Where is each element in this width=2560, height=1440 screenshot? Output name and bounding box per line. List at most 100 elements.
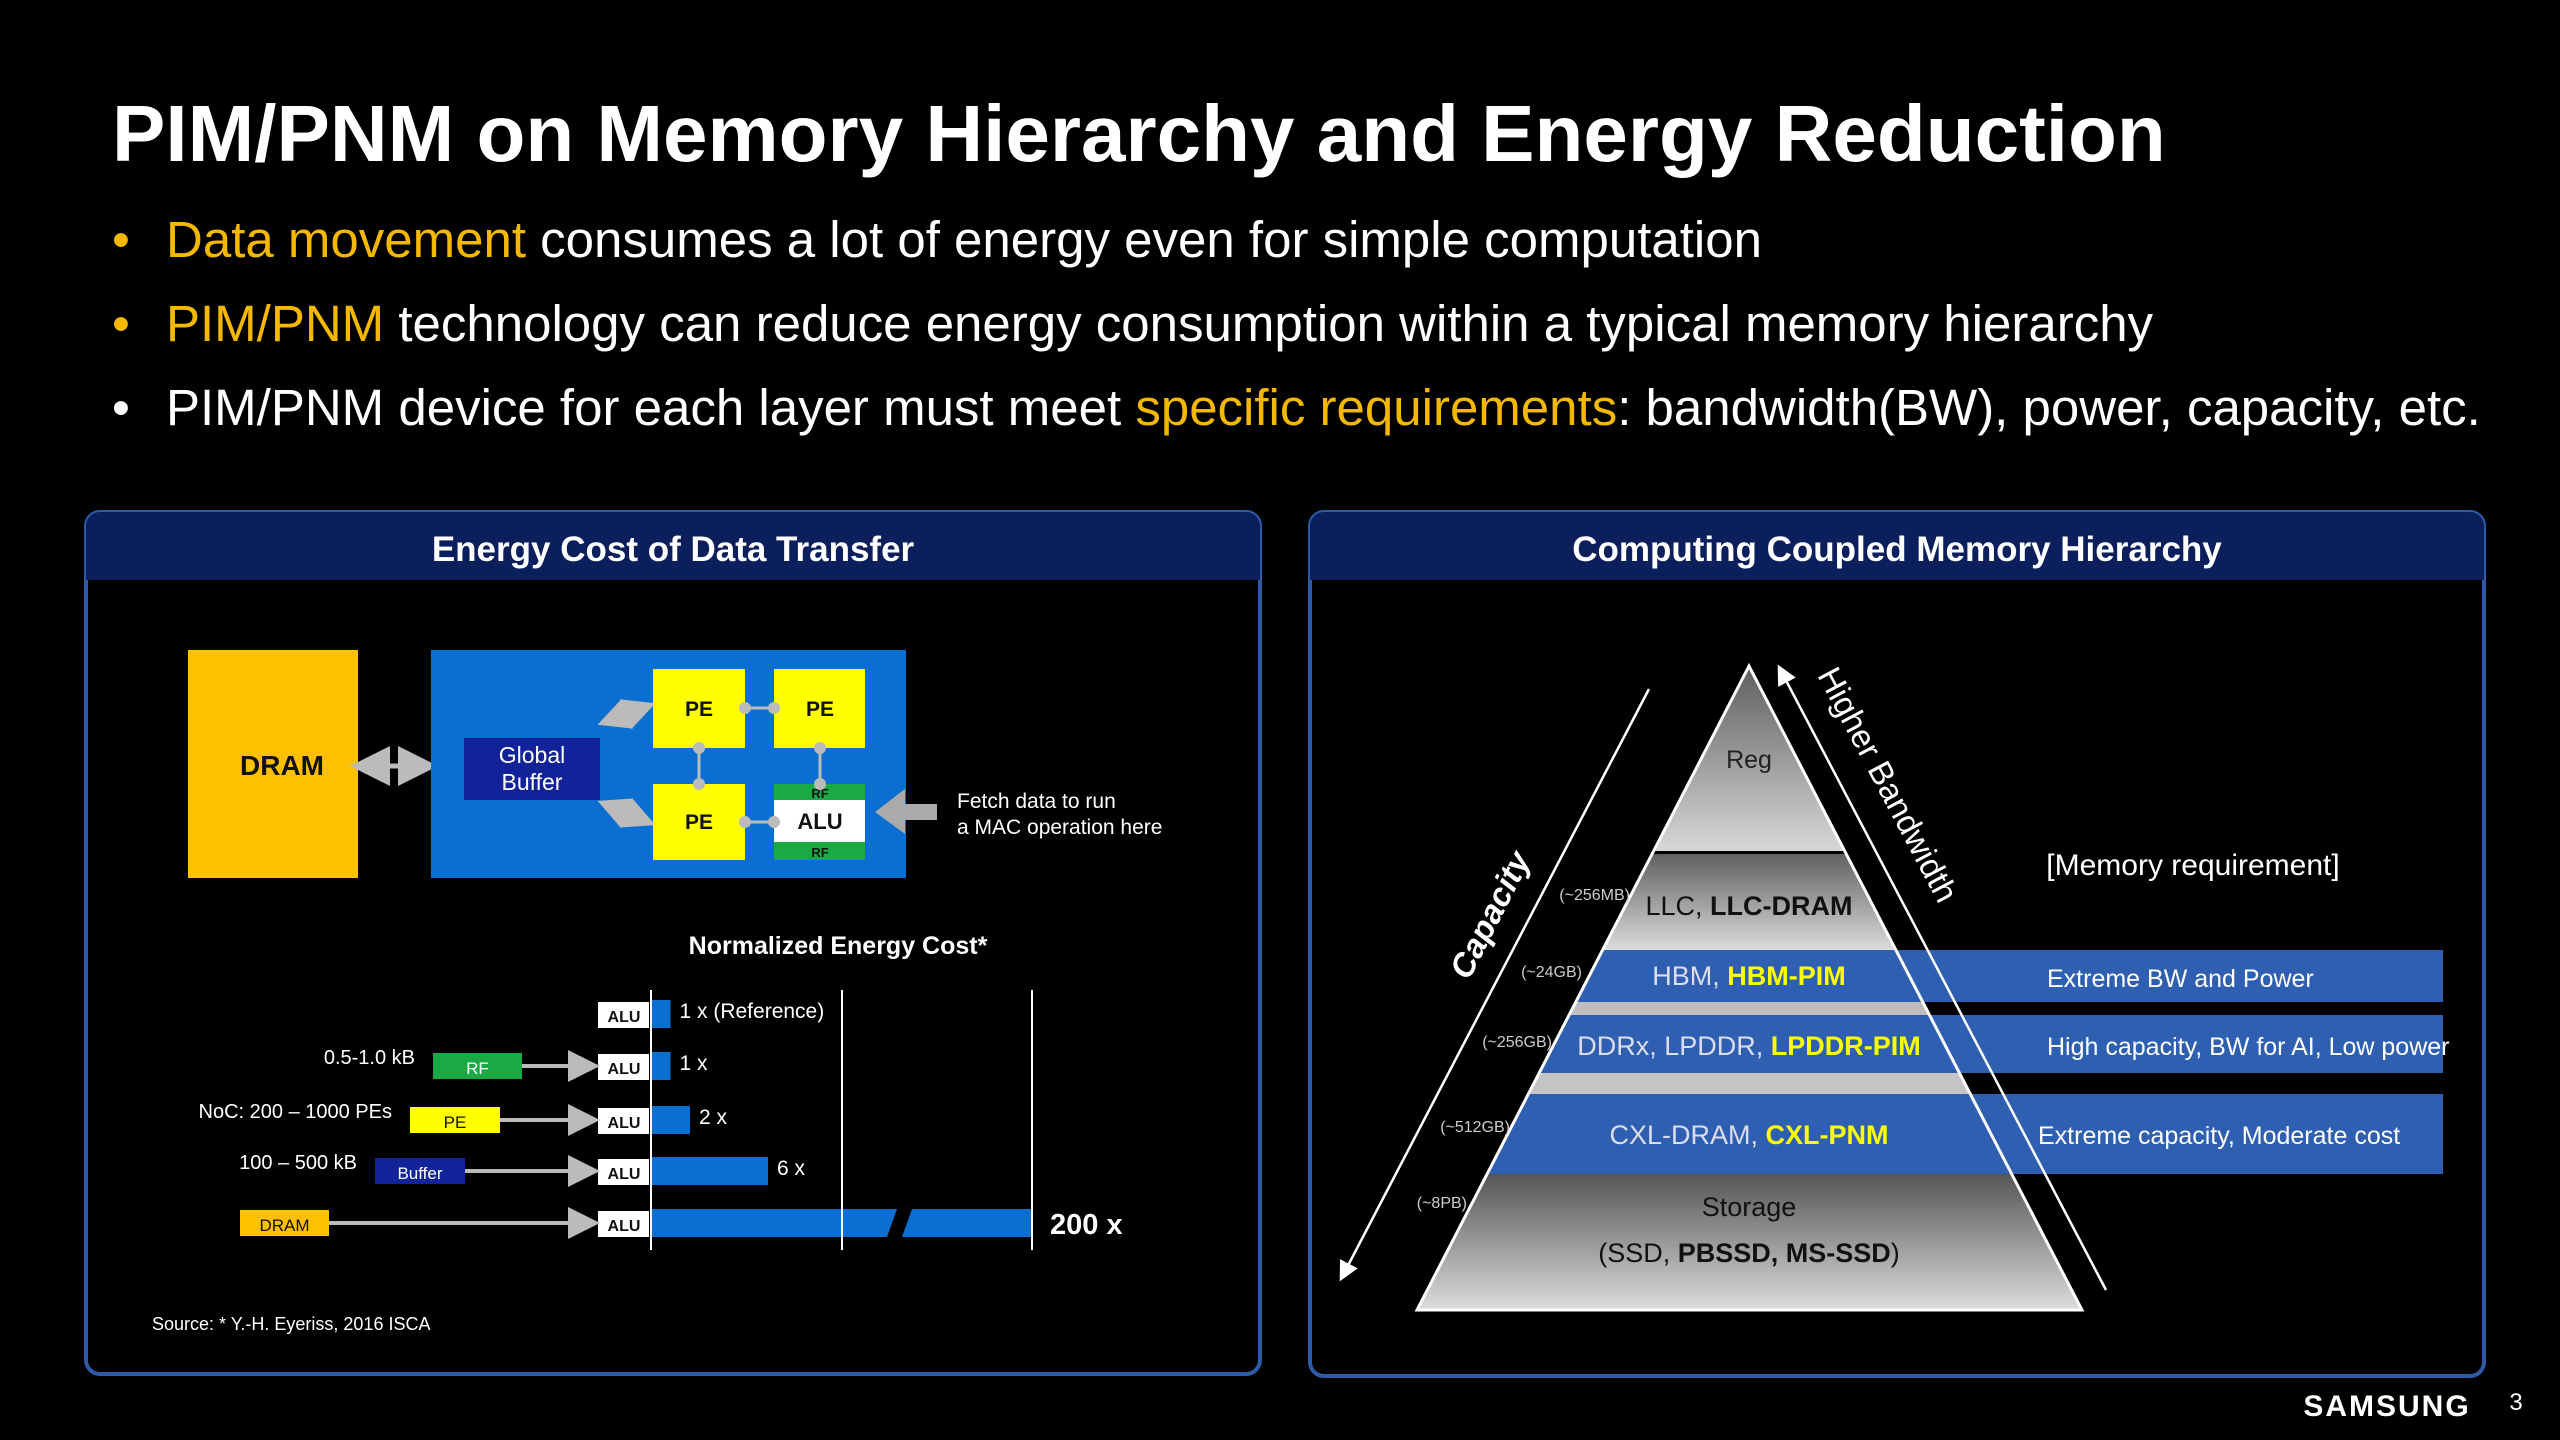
global-buffer bbox=[464, 738, 600, 800]
pe-block bbox=[653, 784, 745, 860]
bar-value-label: 2 x bbox=[699, 1106, 728, 1129]
bar-value-label: 6 x bbox=[777, 1157, 806, 1180]
slide-title: PIM/PNM on Memory Hierarchy and Energy R… bbox=[112, 89, 2166, 178]
source-box bbox=[410, 1107, 500, 1133]
bullet-1: • Data movement consumes a lot of energy … bbox=[112, 210, 1762, 269]
dram-block bbox=[188, 650, 358, 878]
layer-label: (SSD, PBSSD, MS-SSD) bbox=[1598, 1238, 1900, 1268]
panel-header: Energy Cost of Data Transfer bbox=[432, 530, 915, 569]
alu-target-label: ALU bbox=[608, 1166, 641, 1183]
size-label: 100 – 500 kB bbox=[239, 1152, 357, 1174]
bar bbox=[651, 1000, 671, 1028]
layer-label: Storage bbox=[1702, 1192, 1797, 1222]
panel-header-bg bbox=[1310, 512, 2484, 580]
layer-label: HBM, HBM-PIM bbox=[1652, 961, 1846, 991]
link-dots bbox=[693, 702, 826, 828]
alu-target-box bbox=[598, 1211, 649, 1237]
bullet-3: • PIM/PNM device for each layer must meet… bbox=[112, 378, 2481, 437]
layer-gap bbox=[1417, 1002, 2082, 1015]
bar bbox=[651, 1052, 671, 1080]
buffer-pe-arrow bbox=[597, 698, 656, 730]
alu-target-box bbox=[598, 1054, 649, 1080]
pe-block bbox=[653, 669, 745, 748]
capacity-labels: (~256MB) (~24GB) (~256GB) (~512GB) (~8PB… bbox=[1417, 887, 1630, 1212]
panel-border bbox=[84, 510, 1262, 1376]
page-number: 3 bbox=[2509, 1389, 2522, 1416]
rf-label: RF bbox=[811, 845, 828, 860]
source-box bbox=[375, 1158, 465, 1184]
alu-block bbox=[774, 800, 865, 842]
left-panel: Energy Cost of Data Transfer DRAM Global… bbox=[84, 510, 1262, 1376]
dram-label: DRAM bbox=[240, 750, 324, 781]
requirement-text: High capacity, BW for AI, Low power bbox=[2047, 1033, 2449, 1061]
bullet-text: : bandwidth(BW), power, capacity, etc. bbox=[1617, 379, 2481, 436]
samsung-logo: SAMSUNG bbox=[2303, 1390, 2470, 1423]
fetch-arrowhead bbox=[875, 789, 905, 834]
layer-label: CXL-DRAM, CXL-PNM bbox=[1609, 1120, 1888, 1150]
size-label: 0.5-1.0 kB bbox=[324, 1047, 415, 1069]
layer-gap bbox=[1417, 1073, 2082, 1094]
svg-text:(~8PB): (~8PB) bbox=[1417, 1195, 1467, 1212]
bar bbox=[651, 1157, 768, 1185]
pe-block bbox=[774, 669, 865, 748]
source-box bbox=[433, 1053, 522, 1079]
svg-text:(~512GB): (~512GB) bbox=[1440, 1119, 1510, 1136]
global-buffer-label: Buffer bbox=[502, 769, 563, 795]
layer-label: DDRx, LPDDR, LPDDR-PIM bbox=[1577, 1031, 1921, 1061]
layer-label: LLC, LLC-DRAM bbox=[1645, 891, 1852, 921]
bullet-highlight: PIM/PNM bbox=[166, 295, 385, 352]
source-label: PE bbox=[444, 1113, 467, 1132]
bandwidth-arrow bbox=[1777, 664, 2108, 1291]
source-label: Buffer bbox=[397, 1164, 442, 1183]
source-label: RF bbox=[466, 1059, 489, 1078]
rf-label: RF bbox=[811, 786, 828, 801]
bullet-text: PIM/PNM device for each layer must meet bbox=[166, 379, 1136, 436]
fetch-note: Fetch data to run bbox=[957, 790, 1116, 813]
alu-target-label: ALU bbox=[608, 1061, 641, 1078]
size-label: NoC: 200 – 1000 PEs bbox=[199, 1101, 392, 1123]
alu-target-label: ALU bbox=[608, 1115, 641, 1132]
bar bbox=[902, 1209, 1032, 1237]
alu-label: ALU bbox=[797, 809, 842, 834]
bar-value-label: 1 x bbox=[680, 1052, 709, 1075]
bullet-dot: • bbox=[112, 295, 130, 352]
alu-target-box bbox=[598, 1002, 649, 1028]
bullet-dot: • bbox=[112, 211, 130, 268]
bullet-text: consumes a lot of energy even for simple… bbox=[526, 211, 1762, 268]
source-label: DRAM bbox=[259, 1216, 309, 1235]
pe-label: PE bbox=[685, 698, 713, 721]
requirement-text: Extreme BW and Power bbox=[2047, 965, 2314, 993]
alu-target-box bbox=[598, 1159, 649, 1185]
bar-value-label: 1 x (Reference) bbox=[680, 1000, 825, 1023]
svg-text:(~24GB): (~24GB) bbox=[1521, 964, 1582, 981]
svg-text:(~256GB): (~256GB) bbox=[1482, 1034, 1552, 1051]
alu-target-box bbox=[598, 1108, 649, 1134]
layer-label: Reg bbox=[1726, 746, 1772, 774]
panel-header: Computing Coupled Memory Hierarchy bbox=[1572, 530, 2222, 569]
fetch-note: a MAC operation here bbox=[957, 816, 1162, 839]
chart-title: Normalized Energy Cost* bbox=[689, 932, 988, 960]
bullet-2: • PIM/PNM technology can reduce energy co… bbox=[112, 294, 2153, 353]
layer-cxl bbox=[1417, 1094, 2082, 1174]
source-box bbox=[240, 1210, 329, 1236]
alu-target-label: ALU bbox=[608, 1009, 641, 1026]
energy-chart: 1 x (Reference) 1 x 2 x 6 x 200 x ALU ALU RF 0.5… bbox=[199, 990, 1123, 1250]
bullet-dot: • bbox=[112, 379, 130, 436]
bar bbox=[651, 1209, 897, 1237]
pe-label: PE bbox=[806, 698, 834, 721]
global-buffer-label: Global bbox=[499, 742, 565, 768]
bar-value-label: 200 x bbox=[1050, 1209, 1123, 1241]
bullet-text: technology can reduce energy consumption… bbox=[384, 295, 2154, 352]
svg-text:(~256MB): (~256MB) bbox=[1559, 887, 1630, 904]
alu-target-label: ALU bbox=[608, 1218, 641, 1235]
panel-header-bg bbox=[86, 512, 1260, 580]
bar bbox=[651, 1106, 690, 1134]
source-note: Source: * Y.-H. Eyeriss, 2016 ISCA bbox=[152, 1314, 430, 1334]
right-panel: Computing Coupled Memory Hierarchy Reg L… bbox=[1308, 510, 2486, 1378]
pyramid-outline bbox=[1414, 662, 2085, 1312]
buffer-pe-arrow bbox=[597, 797, 656, 829]
capacity-arrow bbox=[1339, 688, 1651, 1282]
layer-storage bbox=[1417, 1174, 2082, 1310]
bullet-highlight: Data movement bbox=[166, 211, 526, 268]
